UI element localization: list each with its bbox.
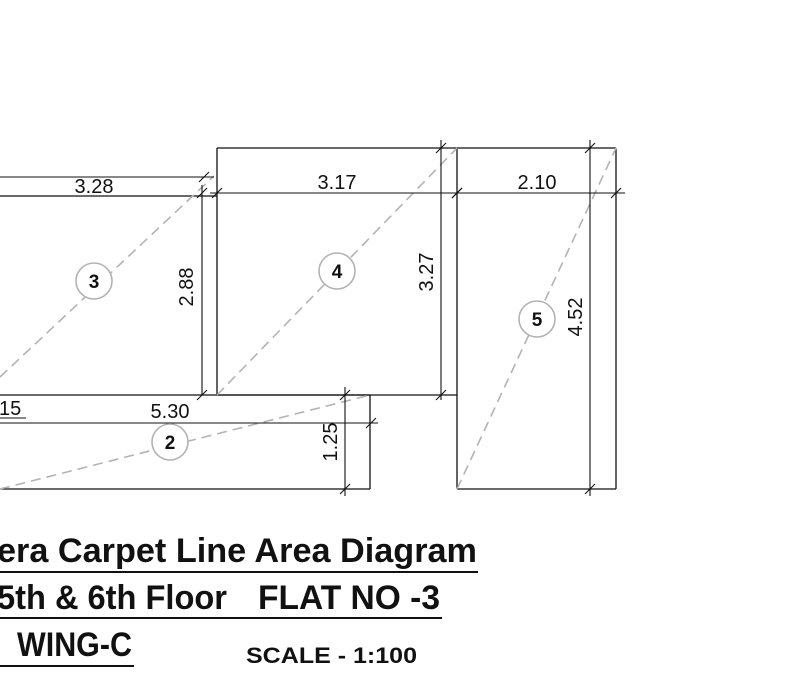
room-2-partial-label: 15 [0, 398, 21, 420]
room-3-height-label: 2.88 [176, 268, 198, 307]
room-2-number: 2 [165, 433, 176, 454]
room-number-markers: 3 4 5 2 [75, 252, 556, 461]
dim-2-10-tick-left [451, 187, 463, 199]
room-3-width-label: 3.28 [75, 176, 114, 198]
title-block: era Carpet Line Area Diagram 5th & 6th F… [0, 532, 478, 668]
room-2-width-label: 5.30 [151, 401, 190, 423]
wing-label: WING-C [17, 626, 132, 664]
flat-number-label: FLAT NO -3 [258, 579, 440, 617]
dim-1-25-tick-bottom [339, 483, 351, 495]
dim-4-52-tick-top [584, 142, 596, 154]
dim-2-10-tick-right [610, 187, 622, 199]
dim-3-17-tick-left [211, 187, 223, 199]
dimension-labels: 3.28 2.88 3.17 3.27 2.10 4.52 5.30 1.25 … [0, 172, 587, 461]
room-5-width-label: 2.10 [518, 172, 557, 194]
dim-5-30-tick [365, 417, 377, 429]
dim-4-52-tick-bottom [584, 483, 596, 495]
room-3-number: 3 [89, 272, 100, 293]
room-outlines [0, 147, 617, 490]
room-4-marker: 4 [318, 252, 356, 290]
room-4-number: 4 [332, 262, 343, 283]
room-4-height-label: 3.27 [416, 253, 438, 292]
diagram-title: era Carpet Line Area Diagram [0, 532, 477, 570]
room-3-marker: 3 [75, 262, 113, 300]
room-2-height-label: 1.25 [320, 423, 342, 462]
dimension-lines [0, 140, 625, 496]
dim-3-27-tick-bottom [435, 389, 447, 401]
room-2-marker: 2 [151, 423, 189, 461]
room-4-width-label: 3.17 [318, 172, 357, 194]
room-5-height-label: 4.52 [565, 298, 587, 337]
floor-label: 5th & 6th Floor [0, 579, 227, 617]
dim-3-27-tick-top [435, 142, 447, 154]
room-5-number: 5 [532, 310, 543, 331]
dim-2-88-tick-bottom [196, 389, 208, 401]
room-5-marker: 5 [518, 300, 556, 338]
dim-2-88-tick-top [196, 187, 208, 199]
dim-3-28-tick [198, 171, 210, 183]
room-4-diagonal [216, 147, 458, 396]
dim-1-25-tick-top [339, 389, 351, 401]
scale-label: SCALE - 1:100 [246, 643, 417, 668]
